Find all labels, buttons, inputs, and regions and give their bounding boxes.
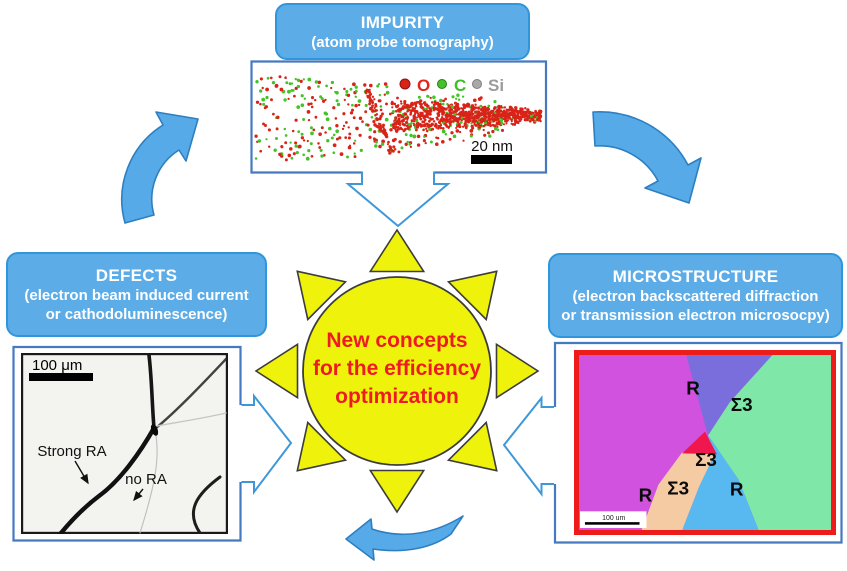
grain-region-green <box>707 355 831 530</box>
cycle-arrow-bottom-icon <box>345 515 464 561</box>
ebic-scale-label: 100 μm <box>32 357 82 374</box>
ebsd-labels: R Σ3 Σ3 R Σ3 R <box>639 377 753 505</box>
ebsd-scale-rule <box>584 522 640 525</box>
ebsd-label-sigma3-center: Σ3 <box>695 449 717 470</box>
left-arrow-icon <box>502 395 554 497</box>
apt-image: O C Si 20 nm <box>254 75 543 164</box>
strong-ra-arrow-icon <box>74 460 89 485</box>
ebic-image: 100 μm Strong RA no RA <box>21 353 228 534</box>
ebsd-scale-label: 100 um <box>602 515 625 522</box>
center-message: New concepts for the efficiency optimiza… <box>277 327 517 411</box>
impurity-title: IMPURITY <box>360 12 445 32</box>
ebic-scale-rule <box>29 373 93 381</box>
down-arrow-icon <box>345 171 451 228</box>
sun-rays-icon <box>254 228 540 514</box>
ebsd-label-r-bottomleft: R <box>639 485 653 506</box>
apt-scale-bar: 20 nm <box>471 138 513 164</box>
microstructure-subtitle-line1: (electron backscattered diffraction <box>572 288 819 305</box>
grain-region-violet <box>686 355 773 436</box>
defects-panel: 100 μm Strong RA no RA <box>12 345 293 542</box>
microstructure-box: MICROSTRUCTURE (electron backscattered d… <box>548 253 843 338</box>
ebsd-map: R Σ3 Σ3 R Σ3 R 100 um <box>579 355 831 530</box>
legend-dot-O-icon <box>399 78 411 90</box>
no-ra-label: no RA <box>125 471 167 488</box>
center-message-line3: optimization <box>335 385 459 408</box>
apt-point-cloud <box>254 75 543 162</box>
impurity-subtitle: (atom probe tomography) <box>311 33 494 51</box>
microstructure-subtitle-line2: or transmission electron microsocpy) <box>561 307 830 324</box>
legend-label-O: O <box>417 76 430 95</box>
cycle-arrow-up-left-icon <box>121 111 199 224</box>
defects-subtitle-line2: or cathodoluminescence) <box>45 306 228 323</box>
ebsd-label-sigma3-upper: Σ3 <box>731 394 753 415</box>
ebic-scale-bar: 100 μm <box>29 357 93 381</box>
grain-region-peach <box>641 452 715 530</box>
grain-junction-blob <box>150 424 159 436</box>
defects-title: DEFECTS <box>95 266 178 285</box>
apt-scale-label: 20 nm <box>471 138 513 155</box>
microstructure-title: MICROSTRUCTURE <box>612 267 779 286</box>
sun <box>254 228 540 514</box>
legend-dot-Si-icon <box>472 79 482 89</box>
impurity-box: IMPURITY (atom probe tomography) <box>275 3 530 60</box>
apt-scale-rule <box>471 155 512 164</box>
center-message-line1: New concepts <box>326 329 468 352</box>
grain-boundary-lines <box>58 353 228 534</box>
microstructure-panel: R Σ3 Σ3 R Σ3 R 100 um <box>502 341 843 544</box>
no-ra-arrow-icon <box>133 488 144 502</box>
center-message-line2: for the efficiency <box>312 357 482 380</box>
ebsd-scale-bar: 100 um <box>579 511 647 529</box>
ebsd-label-sigma3-lower: Σ3 <box>667 478 689 499</box>
ebsd-label-r-top: R <box>686 377 700 398</box>
strong-ra-label: Strong RA <box>37 443 106 460</box>
apt-panel: O C Si 20 nm <box>250 60 548 228</box>
ebic-image-border <box>21 353 228 534</box>
grain-region-cyan <box>682 435 759 530</box>
ebsd-label-r-bottomright: R <box>730 479 744 500</box>
sun-circle-icon <box>302 276 492 466</box>
apt-legend: O C Si <box>399 76 504 95</box>
legend-label-Si: Si <box>488 76 504 95</box>
cycle-arrows <box>121 110 702 561</box>
right-arrow-icon <box>241 393 293 495</box>
defects-subtitle-line1: (electron beam induced current <box>24 287 249 304</box>
defects-box: DEFECTS (electron beam induced current o… <box>6 252 267 337</box>
cycle-arrow-down-right-icon <box>592 110 702 204</box>
legend-dot-C-icon <box>437 79 447 89</box>
legend-label-C: C <box>454 76 466 95</box>
grain-region-red <box>682 431 717 455</box>
